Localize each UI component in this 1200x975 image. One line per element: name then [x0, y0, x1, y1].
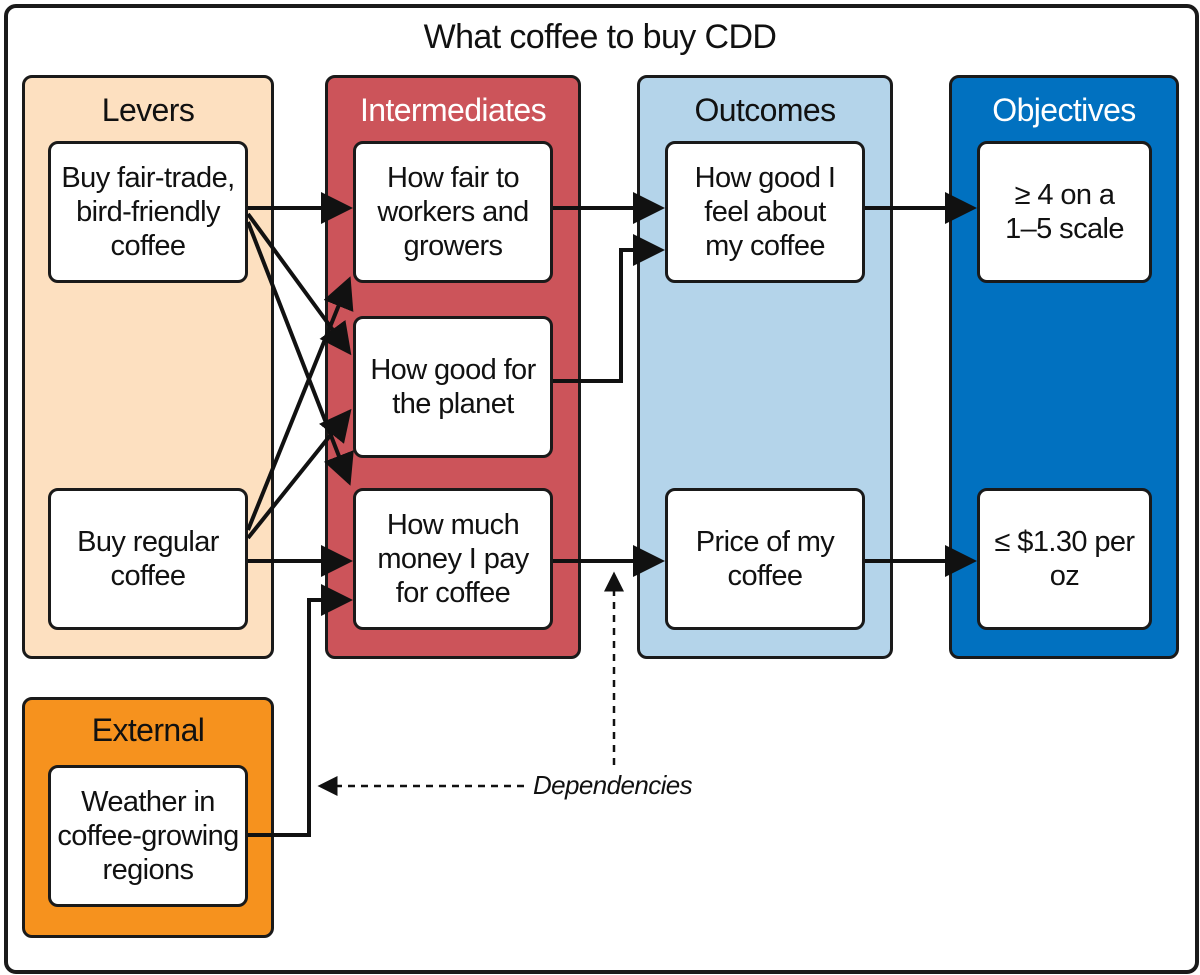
external-title: External: [91, 712, 205, 748]
lever-regular-node: Buy regular coffee: [48, 488, 248, 630]
intermediates-title: Intermediates: [359, 92, 547, 128]
diagram-title: What coffee to buy CDD: [423, 18, 777, 56]
objective-feel-node: ≥ 4 on a 1–5 scale: [977, 141, 1152, 283]
objective-price-node: ≤ $1.30 per oz: [977, 488, 1152, 630]
objectives-title: Objectives: [992, 92, 1136, 128]
outcomes-title: Outcomes: [694, 92, 836, 128]
outcome-feel-node: How good I feel about my coffee: [665, 141, 865, 283]
lever-fair-trade-node: Buy fair-trade, bird-friendly coffee: [48, 141, 248, 283]
intermediate-fair-node: How fair to workers and growers: [353, 141, 553, 283]
levers-title: Levers: [101, 92, 195, 128]
outcome-price-node: Price of my coffee: [665, 488, 865, 630]
intermediate-planet-node: How good for the planet: [353, 316, 553, 458]
intermediate-money-node: How much money I pay for coffee: [353, 488, 553, 630]
dependencies-label: Dependencies: [533, 770, 693, 800]
external-weather-node: Weather in coffee-growing regions: [48, 765, 248, 907]
